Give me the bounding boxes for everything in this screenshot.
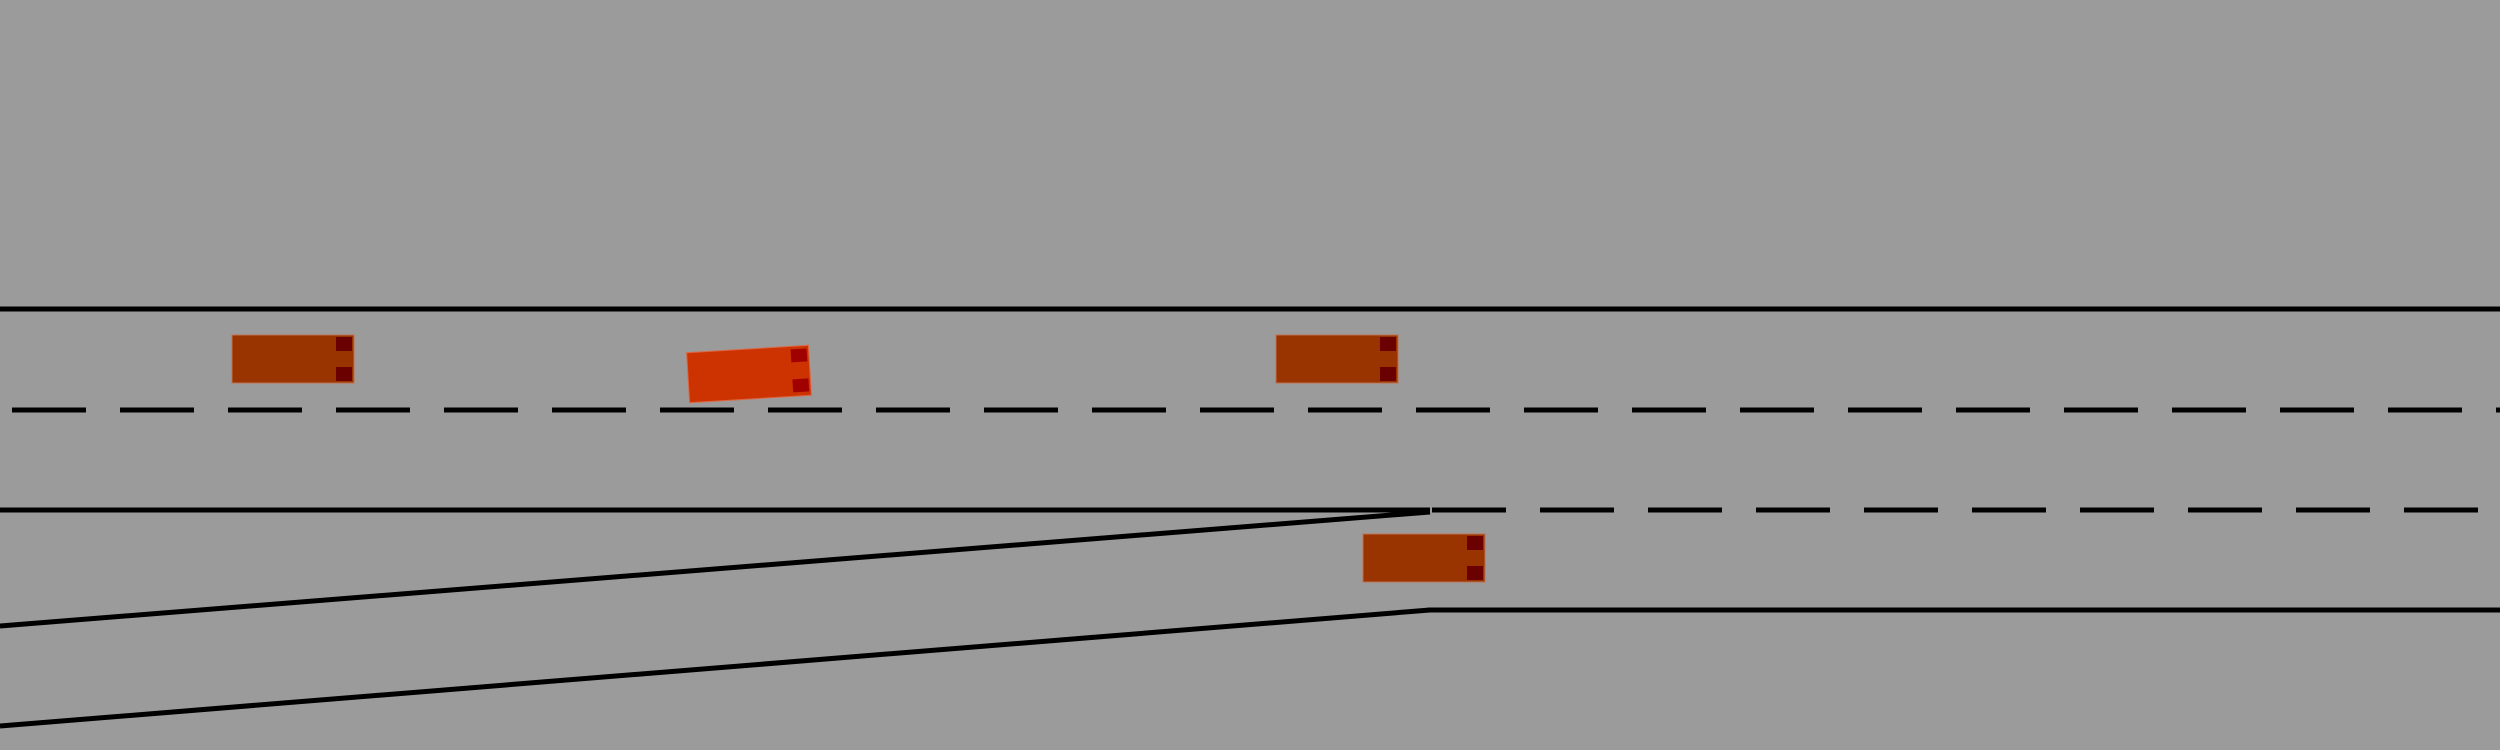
vehicle-body xyxy=(686,344,812,404)
lane-markings xyxy=(0,306,2500,729)
vehicle-front-light xyxy=(1380,337,1396,351)
vehicle-front-light xyxy=(1467,566,1483,580)
vehicle-body xyxy=(1275,334,1399,384)
vehicle-ego xyxy=(686,344,812,404)
vehicle-body xyxy=(1362,533,1486,583)
vehicle-front-light xyxy=(336,337,352,351)
vehicle-front-light xyxy=(1467,536,1483,550)
vehicle-front-light xyxy=(790,348,808,363)
vehicle-other-1 xyxy=(231,334,355,384)
vehicle-front-light xyxy=(792,378,810,393)
vehicle-front-light xyxy=(336,367,352,381)
vehicle-other-2 xyxy=(1275,334,1399,384)
vehicle-other-3 xyxy=(1362,533,1486,583)
merge-ramp-upper-line xyxy=(0,509,1431,629)
vehicle-body xyxy=(231,334,355,384)
vehicle-front-light xyxy=(1380,367,1396,381)
merge-ramp-lower-line xyxy=(0,607,1431,729)
